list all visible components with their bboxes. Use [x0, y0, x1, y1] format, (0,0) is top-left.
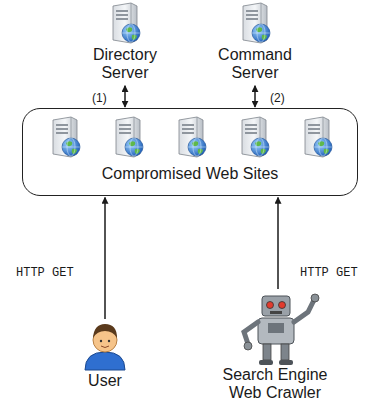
- site-group-box: Compromised Web Sites: [22, 108, 358, 196]
- server-icon: [179, 117, 206, 157]
- server-icon: [242, 117, 269, 157]
- step-number: (2): [268, 91, 287, 105]
- arrow-connector: [104, 197, 106, 319]
- arrow-connector: [254, 86, 256, 107]
- protocol-label: HTTP GET: [14, 266, 76, 280]
- node-label: Command Server: [201, 46, 309, 83]
- node-label: Search Engine Web Crawler: [206, 366, 344, 403]
- step-number: (1): [90, 91, 109, 105]
- node-label: Compromised Web Sites: [23, 165, 357, 183]
- actor-node: Search Engine Web Crawler: [206, 292, 344, 403]
- server-label-node: Command Server: [201, 2, 309, 83]
- node-label: Directory Server: [71, 46, 179, 83]
- server-label-node: Directory Server: [71, 2, 179, 83]
- server-icon: [116, 117, 143, 157]
- node-label: User: [61, 372, 149, 390]
- arrow-connector: [124, 86, 126, 107]
- server-icon: [305, 117, 332, 157]
- server-icon: [113, 3, 140, 43]
- protocol-label: HTTP GET: [298, 266, 360, 280]
- user-icon: [85, 324, 125, 370]
- robot-icon: [244, 294, 319, 365]
- server-icon: [243, 3, 270, 43]
- arrow-connector: [277, 197, 279, 289]
- actor-node: User: [61, 322, 149, 390]
- server-icon: [53, 117, 80, 157]
